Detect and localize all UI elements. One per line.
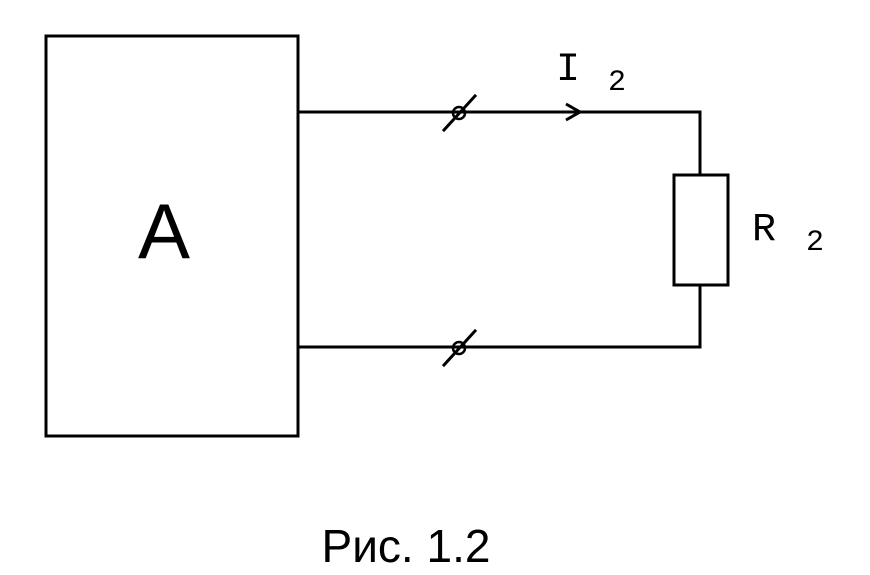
bottom-terminal-mark (441, 328, 478, 368)
bottom-terminal-node (451, 340, 467, 356)
resistor-symbol: R (752, 208, 776, 253)
resistor-r2 (672, 173, 730, 287)
top-wire (296, 110, 702, 177)
figure-caption: Рис. 1.2 (322, 520, 491, 572)
resistor-label: R 2 (752, 208, 824, 260)
top-terminal-node (451, 105, 467, 121)
bottom-wire (296, 283, 702, 349)
resistor-subscript: 2 (806, 226, 824, 260)
current-subscript: 2 (608, 66, 626, 100)
block-a-label: A (138, 187, 190, 275)
top-terminal-mark (441, 93, 478, 133)
current-arrow-icon (565, 102, 584, 122)
current-symbol: I (556, 48, 580, 93)
block-a (44, 34, 300, 438)
current-label: I 2 (556, 48, 626, 100)
